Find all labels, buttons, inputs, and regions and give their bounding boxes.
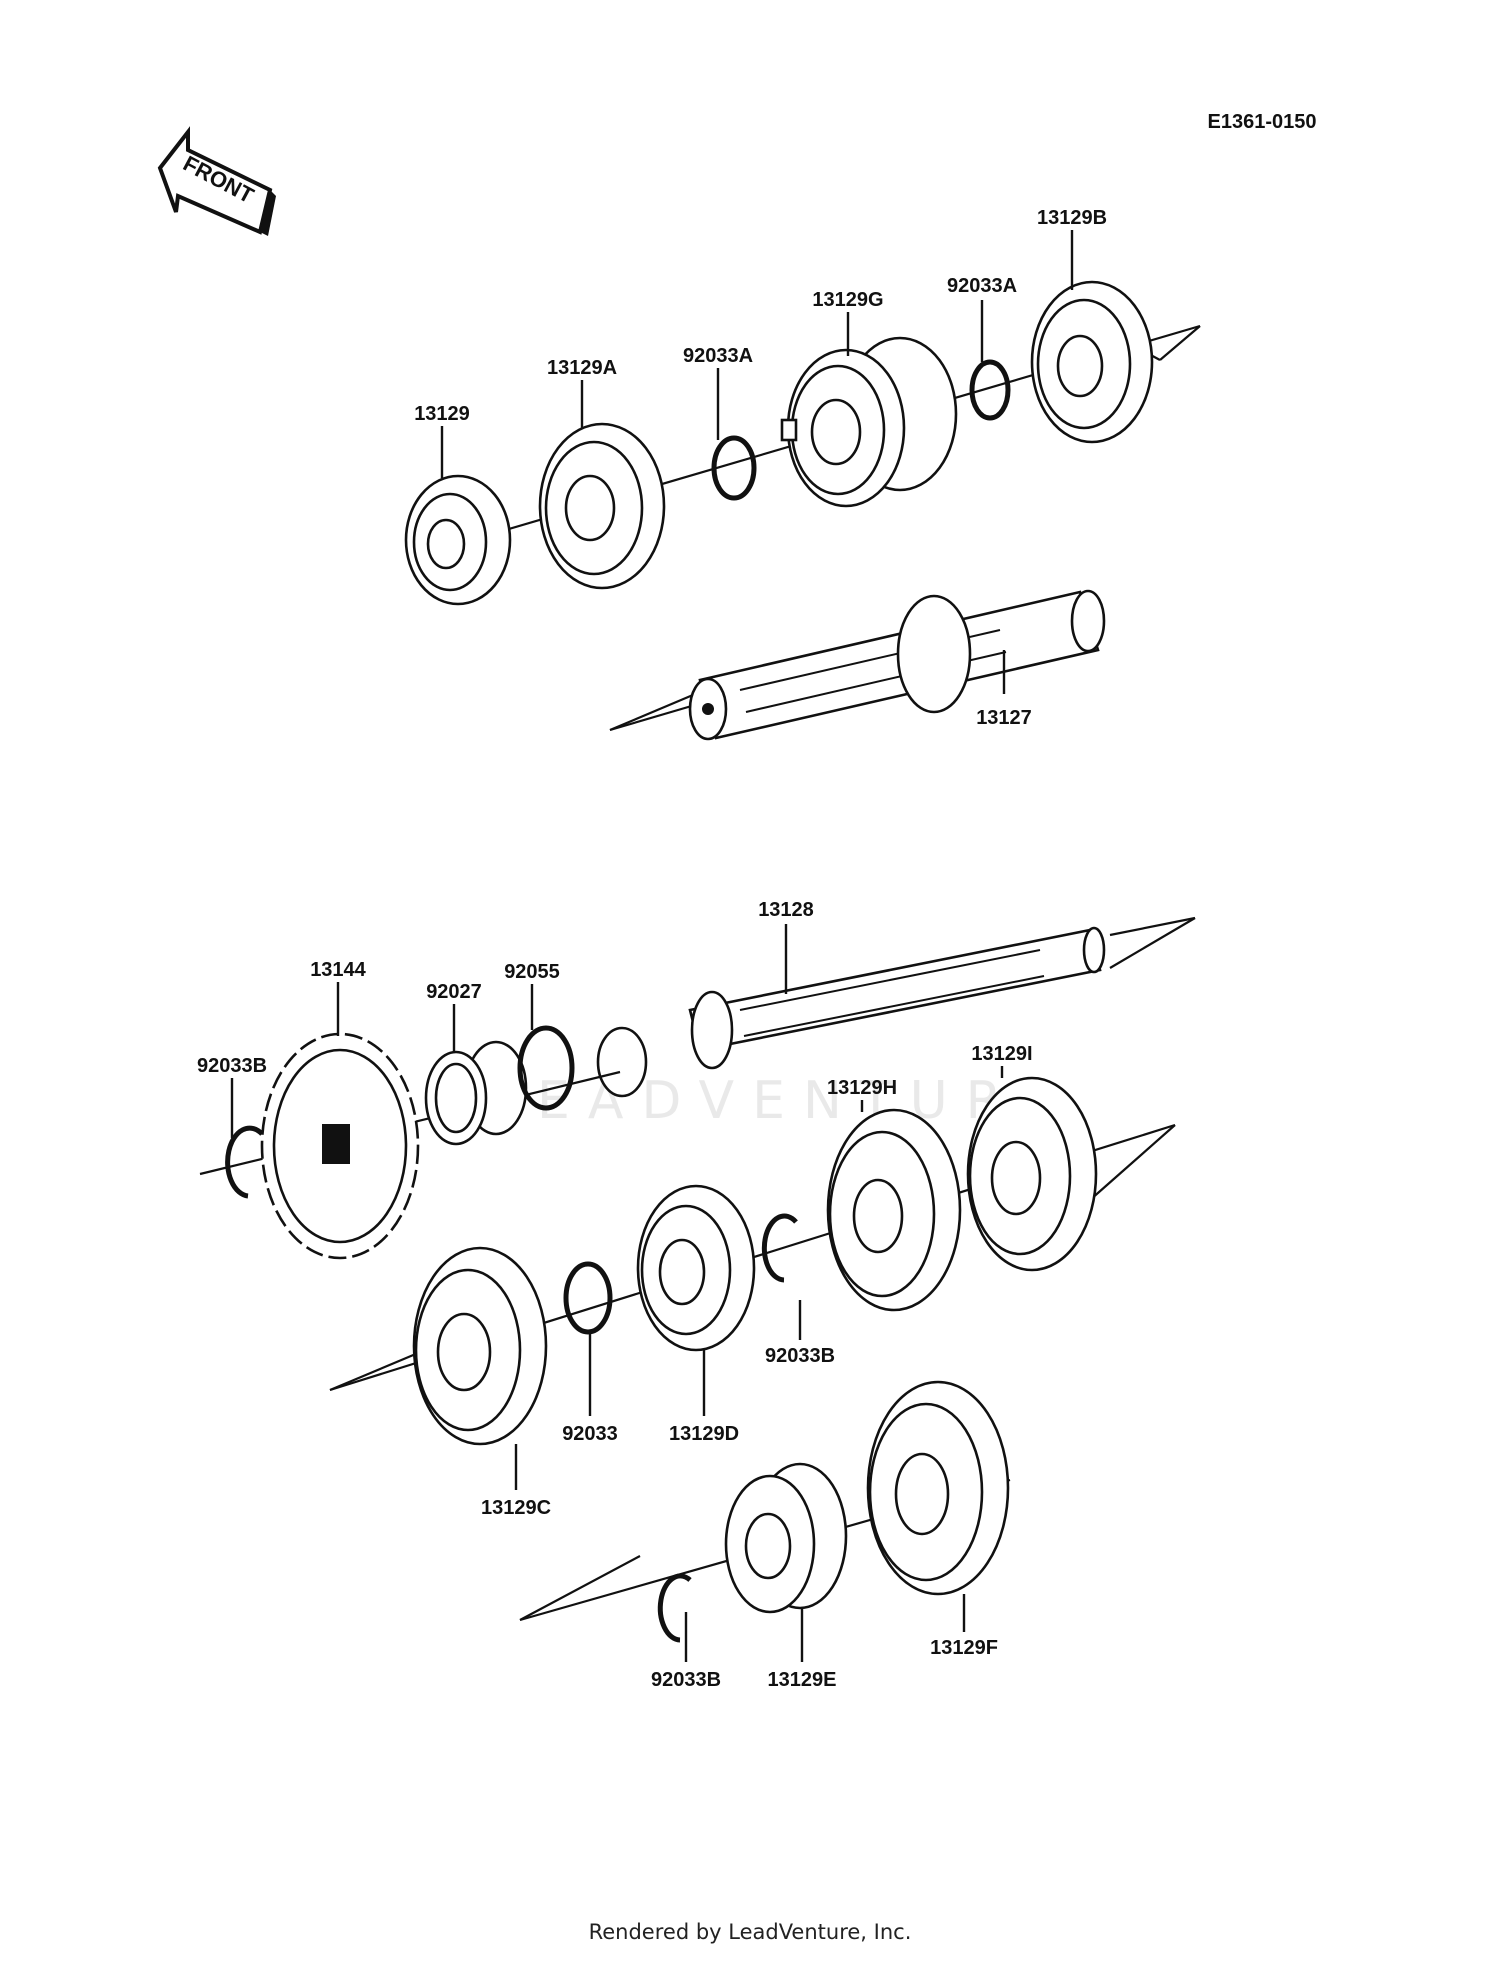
footer-credit: Rendered by LeadVenture, Inc. (588, 1920, 912, 1944)
oring-92055 (517, 1025, 575, 1111)
countershaft-group (404, 280, 1201, 741)
label-92033A-right: 92033A (947, 275, 1017, 297)
label-13144: 13144 (310, 959, 366, 981)
label-92033B-bottom: 92033B (651, 1669, 721, 1691)
sprocket-13144 (260, 1032, 420, 1260)
gear-13129E (724, 1462, 848, 1614)
label-13129F: 13129F (930, 1637, 998, 1659)
shaft-13127 (688, 589, 1106, 741)
label-13129B: 13129B (1037, 207, 1107, 229)
label-13129D: 13129D (669, 1423, 739, 1445)
label-92027: 92027 (426, 981, 482, 1003)
label-13127: 13127 (976, 707, 1032, 729)
label-13129E: 13129E (768, 1669, 837, 1691)
gear-13129H (826, 1108, 962, 1312)
circlip-92033A-right (969, 359, 1011, 421)
diagram-code: E1361-0150 (1208, 111, 1317, 133)
gear-13129I (966, 1076, 1098, 1272)
collar-92027 (424, 1040, 528, 1146)
circlip-92033A-left (711, 435, 757, 501)
label-13129G: 13129G (812, 289, 883, 311)
gear-13129F (866, 1380, 1010, 1596)
label-13129A: 13129A (547, 357, 617, 379)
circlip-92033B-sprocket (225, 1125, 264, 1199)
shaft-13128 (596, 926, 1106, 1098)
gear-13129B (1030, 280, 1154, 444)
label-92033A-left: 92033A (683, 345, 753, 367)
label-13129: 13129 (414, 403, 470, 425)
label-13128: 13128 (758, 899, 814, 921)
driveshaft-group (199, 916, 1196, 1643)
circlip-92033 (563, 1261, 613, 1335)
gear-13129A (538, 422, 666, 590)
label-13129H: 13129H (827, 1077, 897, 1099)
gear-13129C (412, 1246, 548, 1446)
label-92033B-mid: 92033B (765, 1345, 835, 1367)
circlip-92033B-mid (761, 1213, 798, 1283)
front-arrow-icon: FRONT (157, 126, 276, 236)
label-92033B-sprocket: 92033B (197, 1055, 267, 1077)
label-13129I: 13129I (971, 1043, 1032, 1065)
gear-13129 (404, 474, 512, 606)
circlip-92033B-bottom (657, 1573, 692, 1643)
label-92055: 92055 (504, 961, 560, 983)
gear-13129G (780, 336, 958, 508)
label-92033: 92033 (562, 1423, 618, 1445)
label-13129C: 13129C (481, 1497, 551, 1519)
gear-13129D (636, 1184, 756, 1352)
